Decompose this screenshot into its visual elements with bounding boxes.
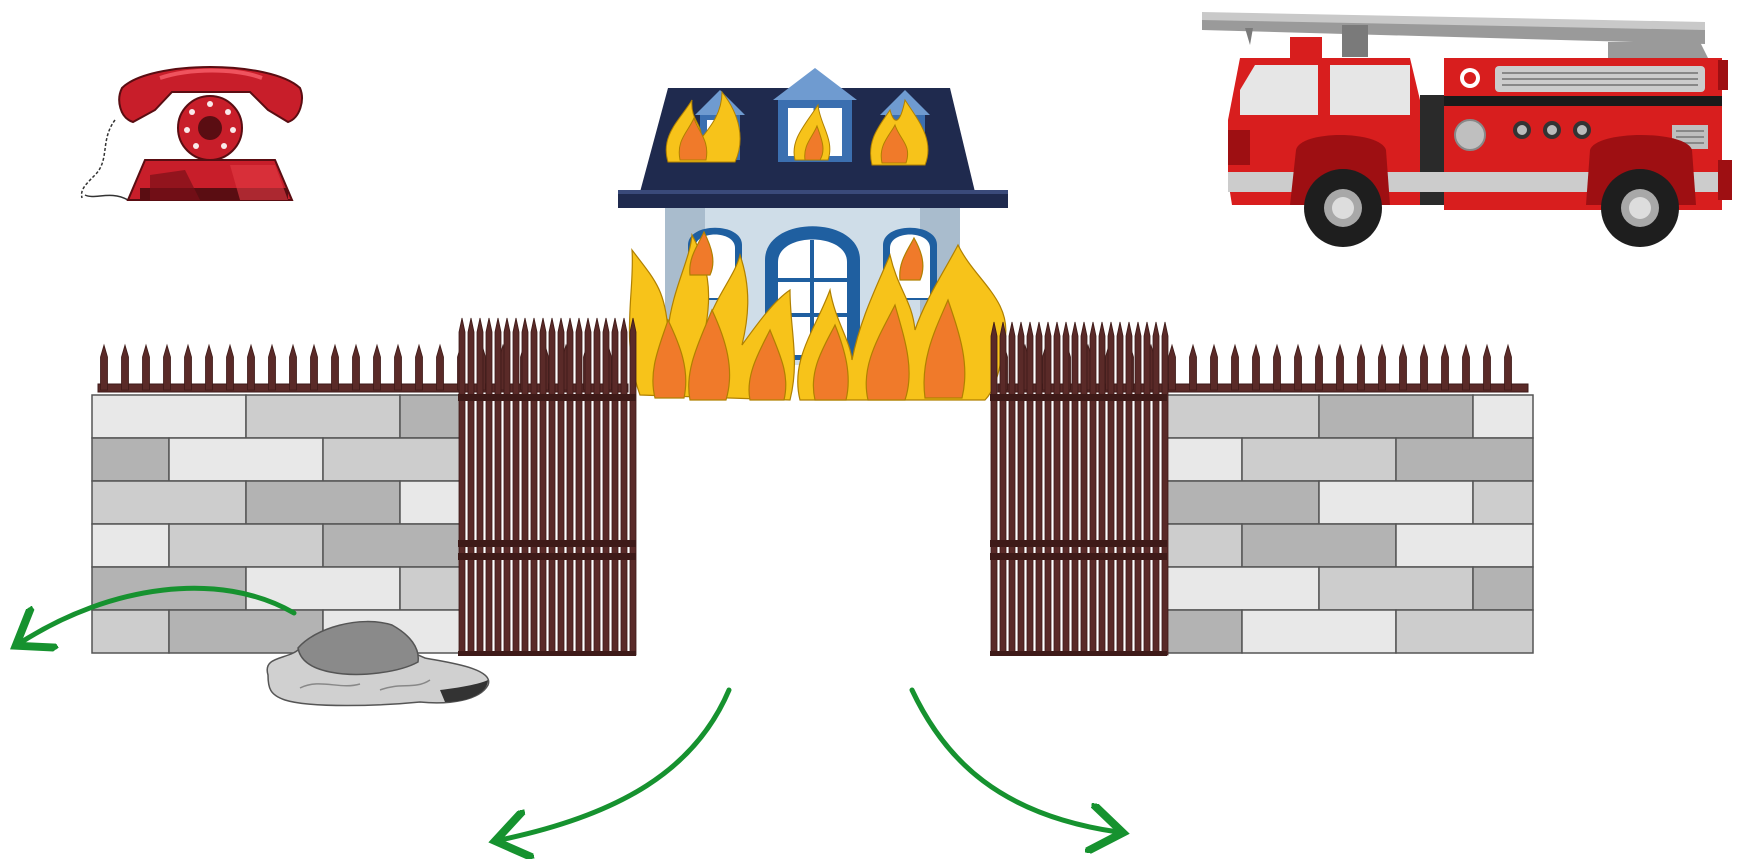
wall-fence-left bbox=[97, 343, 629, 393]
fire-truck-icon bbox=[1202, 12, 1732, 247]
brick-wall-icon bbox=[1164, 394, 1534, 654]
brick-wall-icon bbox=[91, 394, 461, 654]
arrow-path-right bbox=[909, 687, 1118, 832]
iron-gate-icon bbox=[990, 321, 1169, 656]
iron-gate-icon bbox=[458, 317, 637, 656]
rotary-telephone-icon bbox=[80, 66, 303, 201]
arrow-path-left bbox=[500, 687, 732, 840]
rock-icon bbox=[266, 620, 490, 707]
arrow-behind-wall bbox=[20, 585, 297, 643]
burning-house-icon bbox=[618, 68, 1008, 401]
